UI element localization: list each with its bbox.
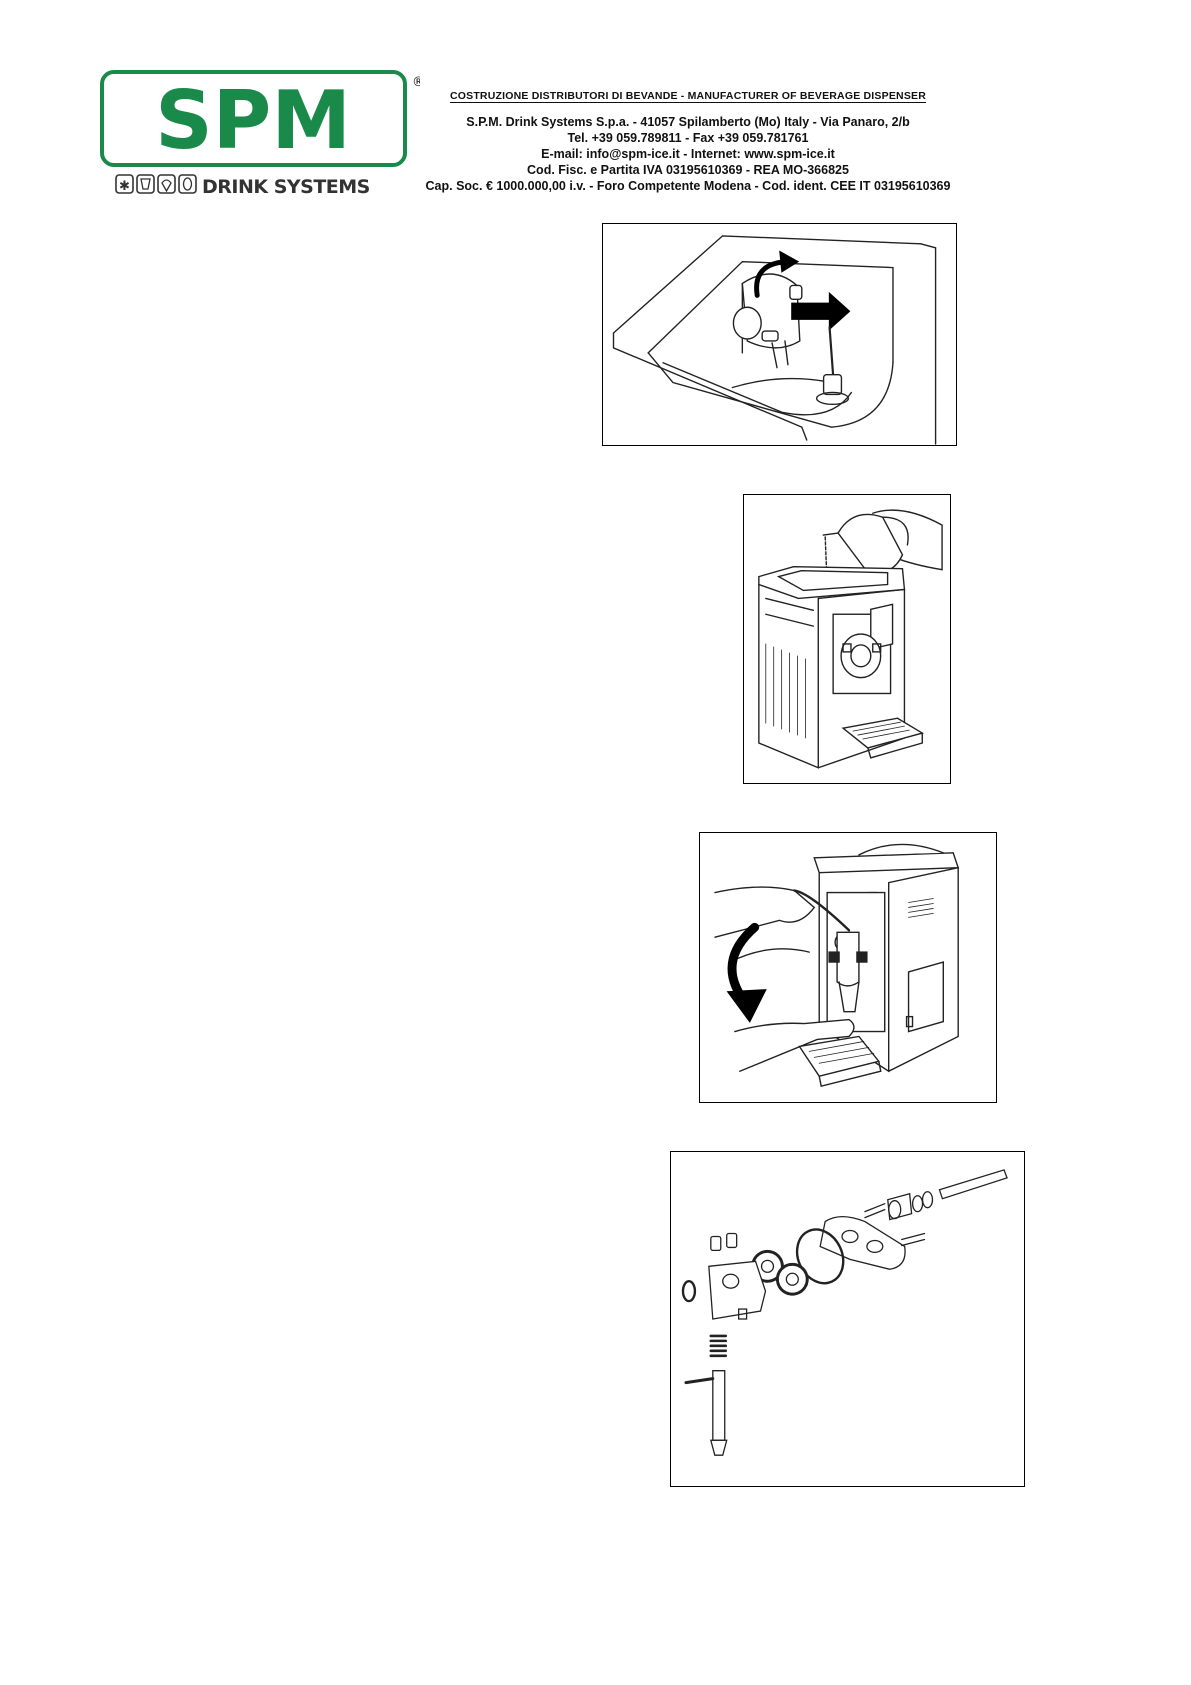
logo-brand-text: SPM	[155, 74, 351, 167]
piston	[712, 1370, 726, 1441]
jug-icon	[822, 513, 909, 574]
company-tagline: COSTRUZIONE DISTRIBUTORI DI BEVANDE - MA…	[449, 90, 927, 102]
spring-icon	[709, 1334, 728, 1358]
email-line: E-mail: info@spm-ice.it - Internet: www.…	[541, 147, 835, 161]
figure-exploded-view	[670, 1151, 1025, 1487]
spm-logo: SPM ® ✱ DRINK SYSTEMS	[100, 70, 420, 200]
logo-sub-brand: DRINK SYSTEMS	[202, 176, 370, 198]
coffee-icon	[178, 174, 197, 194]
front-head	[708, 1260, 767, 1320]
dispensing-head	[836, 931, 860, 987]
pull-arrow-icon	[791, 291, 851, 331]
tap-lever	[870, 603, 894, 650]
capital-line: Cap. Soc. € 1000.000,00 i.v. - Foro Comp…	[425, 179, 951, 193]
upper-hand	[714, 886, 816, 938]
company-info: COSTRUZIONE DISTRIBUTORI DI BEVANDE - MA…	[418, 88, 958, 194]
address-line: S.P.M. Drink Systems S.p.a. - 41057 Spil…	[466, 115, 910, 129]
snowflake-icon	[115, 174, 134, 194]
figure-tank-head-removal	[602, 223, 957, 446]
ice-cream-icon	[157, 174, 176, 194]
lower-hand	[734, 1018, 855, 1072]
o-ring-icon	[681, 1280, 697, 1303]
o-ring-icon	[921, 1191, 934, 1209]
drip-nozzle	[822, 373, 843, 396]
product-icons: ✱	[115, 174, 197, 194]
drip-tray	[841, 717, 925, 749]
cup-icon	[136, 174, 155, 194]
figure-pouring-product	[743, 494, 951, 784]
registered-mark: ®	[412, 75, 420, 90]
shaft	[938, 1169, 1008, 1200]
tax-line: Cod. Fisc. e Partita IVA 03195610369 - R…	[527, 163, 849, 177]
svg-text:✱: ✱	[119, 178, 130, 193]
figure-lowering-lever	[699, 832, 997, 1103]
logo-frame	[100, 70, 407, 167]
phone-line: Tel. +39 059.789811 - Fax +39 059.781761	[567, 131, 809, 145]
rear-cover	[819, 1215, 906, 1270]
